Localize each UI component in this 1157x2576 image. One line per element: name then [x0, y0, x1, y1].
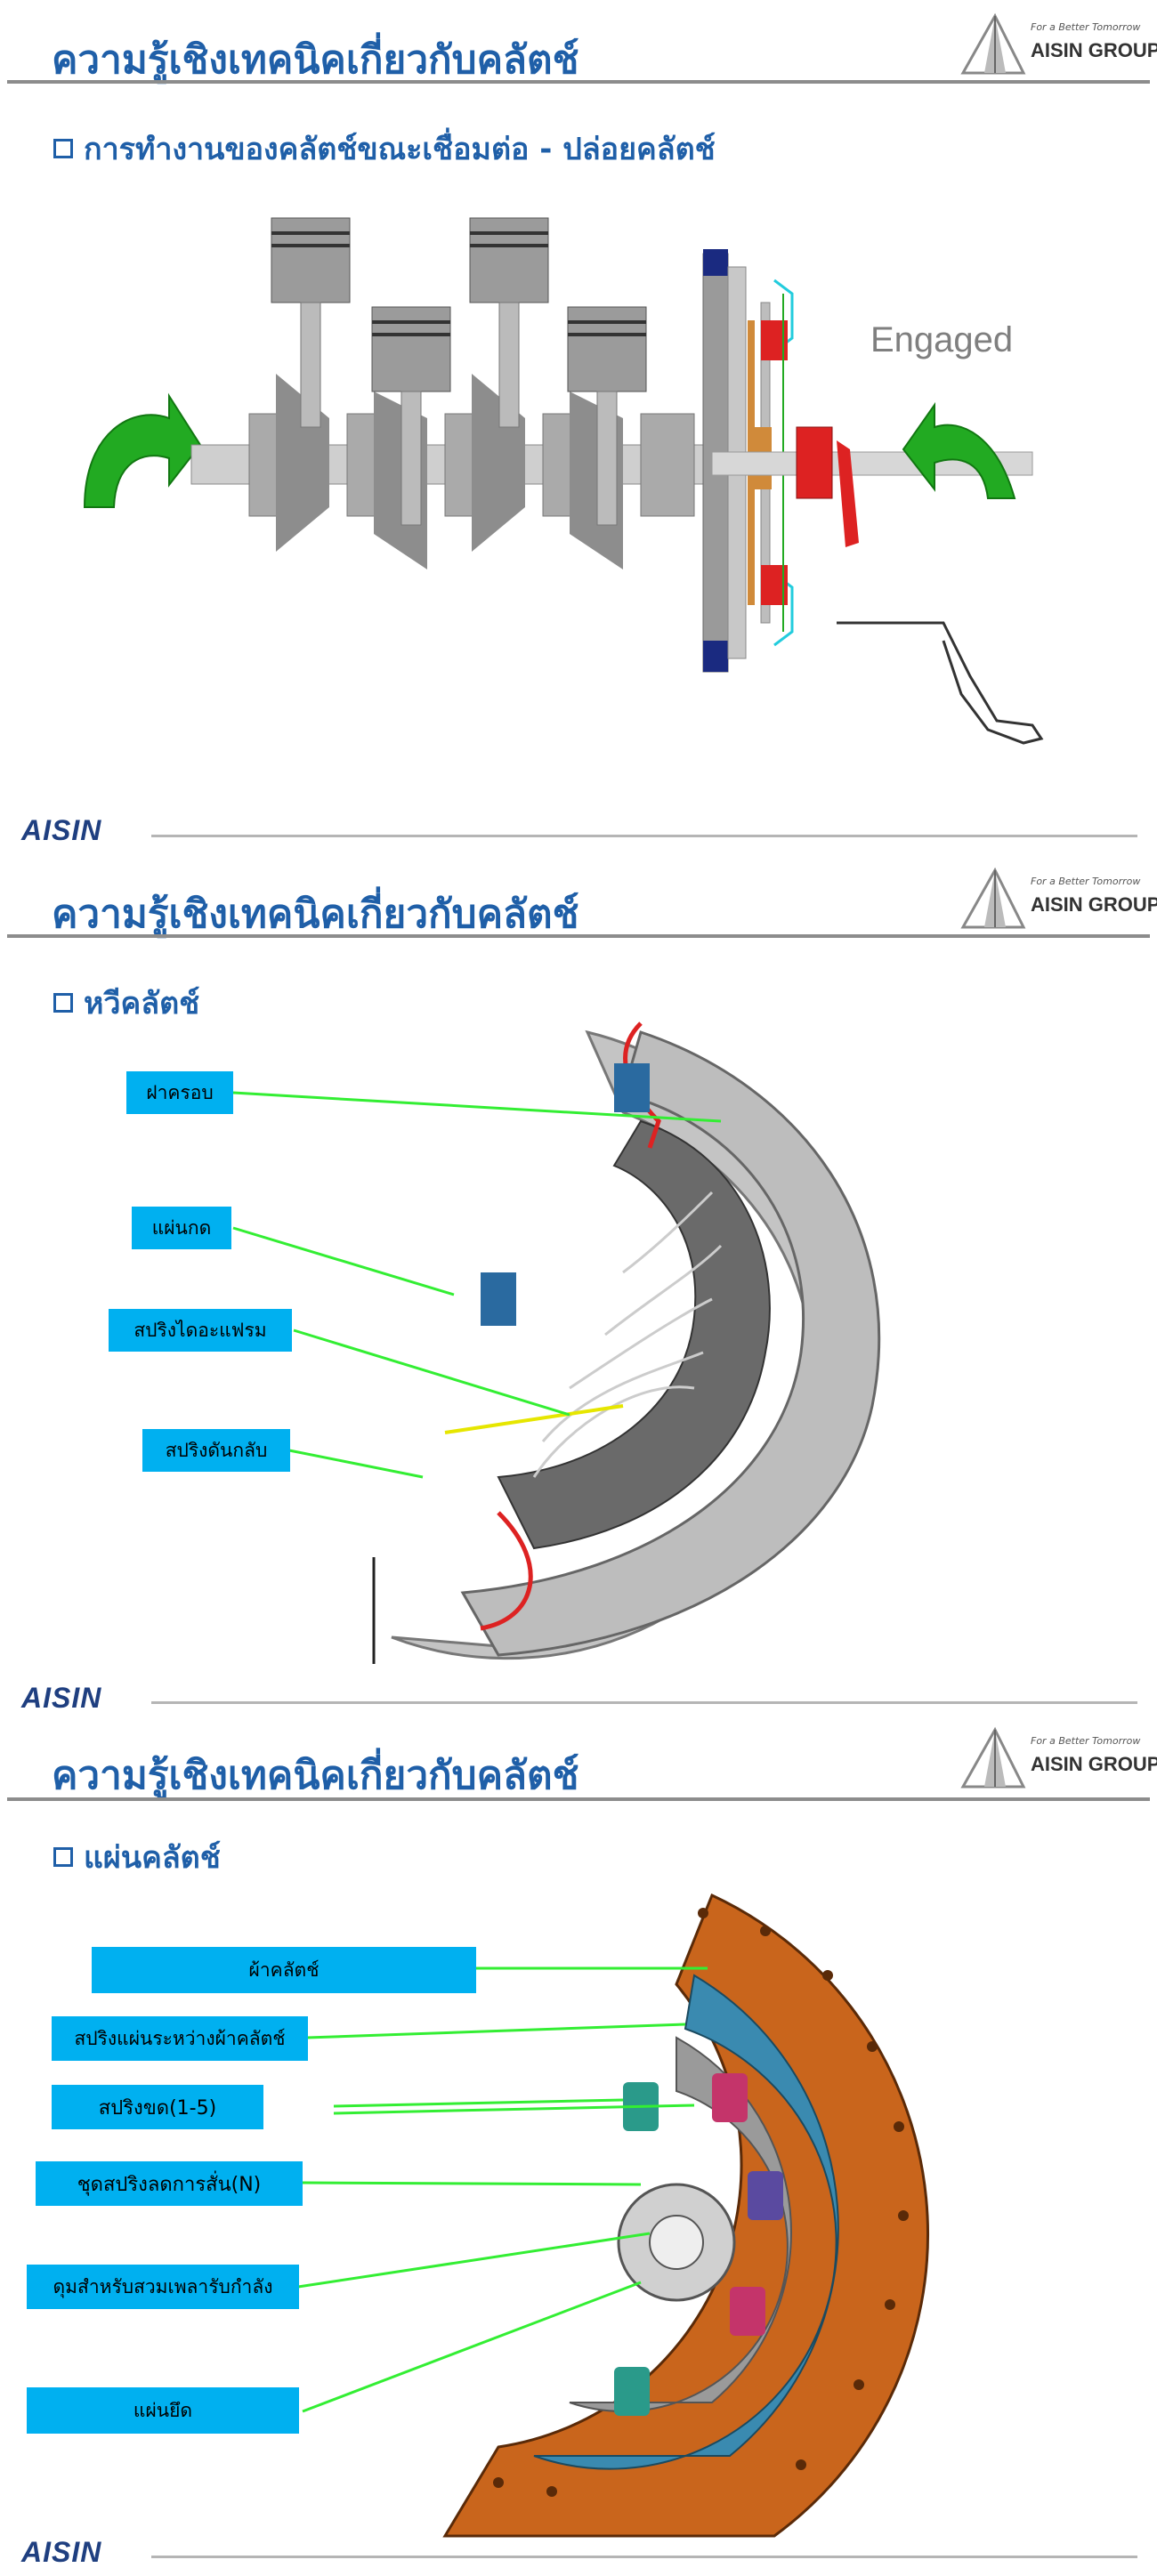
label-cover: ฝาครอบ [126, 1071, 233, 1114]
slide-subheading: การทำงานของคลัตช์ขณะเชื่อมต่อ - ปล่อยคลั… [53, 125, 716, 173]
subheading-text: การทำงานของคลัตช์ขณะเชื่อมต่อ - ปล่อยคลั… [84, 132, 716, 167]
clutch-cover-diagram [232, 1022, 881, 1664]
label-damper-set: ชุดสปริงลดการสั่น(N) [36, 2161, 303, 2206]
label-clutch-facing: ผ้าคลัตช์ [92, 1947, 476, 1993]
logo-name: AISIN GROUP [1031, 893, 1157, 916]
subheading-text: แผ่นคลัตช์ [84, 1840, 221, 1876]
logo-tagline: For a Better Tomorrow [1031, 876, 1141, 887]
logo-tagline: For a Better Tomorrow [1031, 21, 1141, 33]
logo-tagline: For a Better Tomorrow [1031, 1735, 1141, 1747]
title-divider [7, 934, 1150, 938]
logo-triangle-icon [960, 1726, 1026, 1789]
label-diaphragm-spring: สปริงไดอะแฟรม [109, 1309, 292, 1352]
aisin-group-logo: For a Better Tomorrow AISIN GROUP [959, 1726, 1157, 1790]
pistons [271, 217, 647, 526]
checkbox-bullet-icon [53, 1846, 73, 1867]
label-coil-spring: สปริงขด(1-5) [52, 2085, 263, 2129]
right-rotation-arrow-icon [902, 401, 1016, 499]
slide-clutch-operation: ความรู้เชิงเทคนิคเกี่ยวกับคลัตช์ For a B… [0, 0, 1157, 854]
clutch-disc-illustration [442, 1893, 929, 2538]
slide-title: ความรู้เชิงเทคนิคเกี่ยวกับคลัตช์ [52, 37, 579, 83]
subheading-text: หวีคลัตช์ [84, 986, 200, 1022]
aisin-group-logo: For a Better Tomorrow AISIN GROUP [959, 867, 1157, 931]
checkbox-bullet-icon [53, 138, 73, 158]
clutch-status-text: Engaged [870, 320, 1014, 359]
label-cushion-spring: สปริงแผ่นระหว่างผ้าคลัตช์ [52, 2016, 308, 2061]
checkbox-bullet-icon [53, 992, 73, 1013]
logo-triangle-icon [960, 867, 1026, 929]
label-return-spring: สปริงดันกลับ [142, 1429, 290, 1472]
footer-brand: AISIN [21, 2536, 102, 2568]
footer-brand: AISIN [21, 814, 102, 846]
logo-name: AISIN GROUP [1031, 39, 1157, 61]
pointer-lines [232, 1091, 722, 1479]
slide-title: ความรู้เชิงเทคนิคเกี่ยวกับคลัตช์ [52, 1753, 579, 1798]
label-spline-hub: ดุมสำหรับสวมเพลารับกำลัง [27, 2265, 299, 2309]
footer-divider [151, 1701, 1137, 1704]
label-pressure-plate: แผ่นกด [132, 1207, 231, 1249]
clutch-cover-illustration [372, 1022, 881, 1664]
logo-name: AISIN GROUP [1031, 1753, 1157, 1775]
footer-divider [151, 835, 1137, 837]
engine-clutch-diagram [83, 217, 1044, 745]
title-divider [7, 1797, 1150, 1801]
crankshaft [190, 374, 708, 569]
logo-triangle-icon [960, 12, 1026, 75]
slide-subheading: หวีคลัตช์ [53, 979, 199, 1027]
footer-brand: AISIN [21, 1682, 102, 1708]
slide-clutch-cover: ความรู้เชิงเทคนิคเกี่ยวกับคลัตช์ For a B… [0, 854, 1157, 1708]
label-retaining-plate: แผ่นยึด [27, 2387, 299, 2434]
aisin-group-logo: For a Better Tomorrow AISIN GROUP [959, 12, 1157, 77]
pointer-lines [297, 1966, 708, 2413]
clutch-disc-diagram [297, 1893, 929, 2538]
footer-divider [151, 2556, 1137, 2558]
left-rotation-arrow-icon [83, 392, 202, 508]
slide-title: ความรู้เชิงเทคนิคเกี่ยวกับคลัตช์ [52, 892, 579, 937]
slide-clutch-disc: ความรู้เชิงเทคนิคเกี่ยวกับคลัตช์ For a B… [0, 1708, 1157, 2576]
slide-subheading: แผ่นคลัตช์ [53, 1833, 221, 1881]
title-divider [7, 80, 1150, 84]
